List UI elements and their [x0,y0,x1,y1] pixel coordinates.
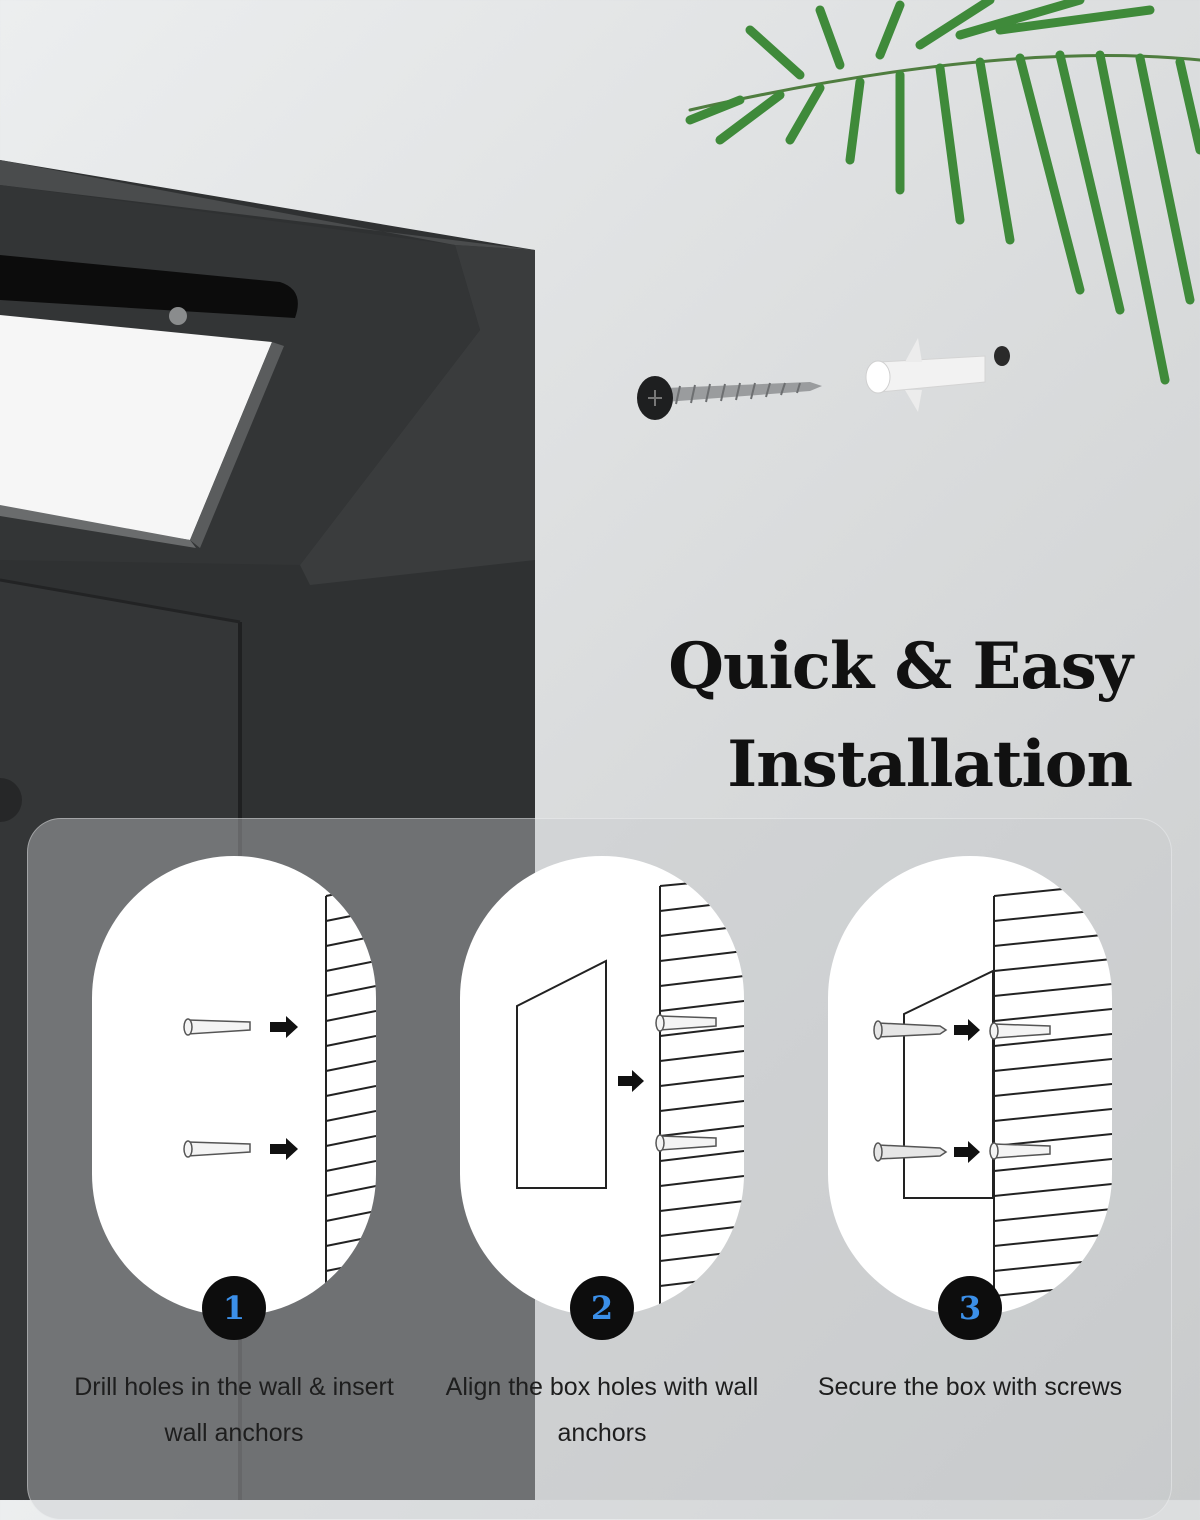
box-outline [903,969,994,1199]
wall-anchor-icon [655,1014,717,1152]
step-1-number-badge: 1 [202,1276,266,1340]
step-2-caption: Align the box holes with wall anchors [445,1373,759,1447]
wall-hatch-icon [325,885,376,1316]
step-2-illustration [460,856,744,1316]
screw-icon [637,376,822,420]
wall-anchor-icon [183,1018,251,1158]
box-outline [516,959,607,1189]
arrow-right-icon [270,1016,298,1160]
headline: Quick & Easy Installation [668,618,1133,814]
step-2-number-badge: 2 [570,1276,634,1340]
plant-leaf-icon [685,0,1200,385]
step-1-caption: Drill holes in the wall & insert wall an… [74,1373,394,1447]
step-3-illustration [828,856,1112,1316]
wall-hatch-icon [659,877,744,1316]
arrow-right-icon [618,1070,644,1092]
step-1-illustration [92,856,376,1316]
screw-icon [873,1020,948,1162]
headline-line-2: Installation [727,727,1133,802]
wall-anchor-icon [989,1022,1051,1160]
headline-line-1: Quick & Easy [668,629,1133,704]
wall-hatch-icon [993,883,1112,1316]
arrow-right-icon [954,1019,980,1163]
step-3-number-badge: 3 [938,1276,1002,1340]
step-3-caption: Secure the box with screws [817,1373,1123,1401]
wall-anchor-icon [865,338,1010,412]
